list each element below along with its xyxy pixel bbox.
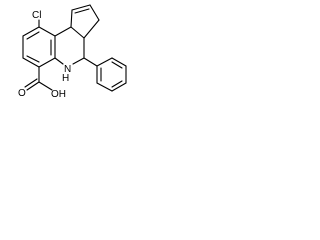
bond-ph1-ph2 [96, 57, 113, 67]
double-bond-ph-2 [111, 80, 123, 88]
bond-ar4-ar5 [38, 57, 56, 68]
bond-ar5-ar6 [22, 57, 40, 68]
benzene-ring-bonds [22, 26, 56, 68]
phenyl-ring-bonds [83, 57, 127, 92]
cyclopentene-ring-bonds [70, 4, 100, 39]
nitrogen-label: N [64, 64, 71, 75]
bond-cp1-cp2 [70, 9, 73, 28]
nitrogen-hydrogen-label: H [62, 73, 69, 84]
bond-cp4-cp5 [83, 19, 100, 39]
bond-ar1-ar2 [22, 26, 40, 37]
chlorine-label: Cl [32, 10, 41, 21]
carbonyl-oxygen-label: O [18, 88, 26, 99]
bond-ph2-ph3 [111, 57, 127, 67]
bond-c4-n [72, 57, 85, 65]
bond-carboxyl-o-double-b [24, 78, 38, 88]
double-bond-cp2-cp3 [74, 8, 90, 14]
bond-carboxyl-o-single [38, 81, 53, 91]
carboxylic-acid-bonds [24, 66, 53, 91]
bond-ar2-ar3 [38, 26, 56, 37]
piperidine-ring-bonds [54, 26, 85, 65]
double-bond-inner-3 [26, 55, 40, 63]
bond-c4-phenyl [83, 57, 98, 67]
bond-ph4-ph5 [111, 82, 127, 92]
double-bond-inner-1 [26, 31, 40, 40]
bond-ph5-ph6 [96, 82, 113, 92]
bond-c4-c3a [70, 26, 85, 39]
bond-n-c8a [54, 57, 64, 65]
bond-carboxyl-o-double-a [26, 81, 40, 91]
bond-c4a-c4 [54, 26, 72, 37]
bond-cp2-cp3 [71, 4, 91, 11]
hydroxyl-label: OH [51, 89, 66, 100]
molecule-diagram: Cl N H O OH [18, 4, 127, 100]
bond-cp3-cp4 [89, 4, 100, 21]
double-bond-ph-1 [111, 61, 123, 69]
molecule-structure-canvas: Cl N H O OH [0, 0, 128, 103]
